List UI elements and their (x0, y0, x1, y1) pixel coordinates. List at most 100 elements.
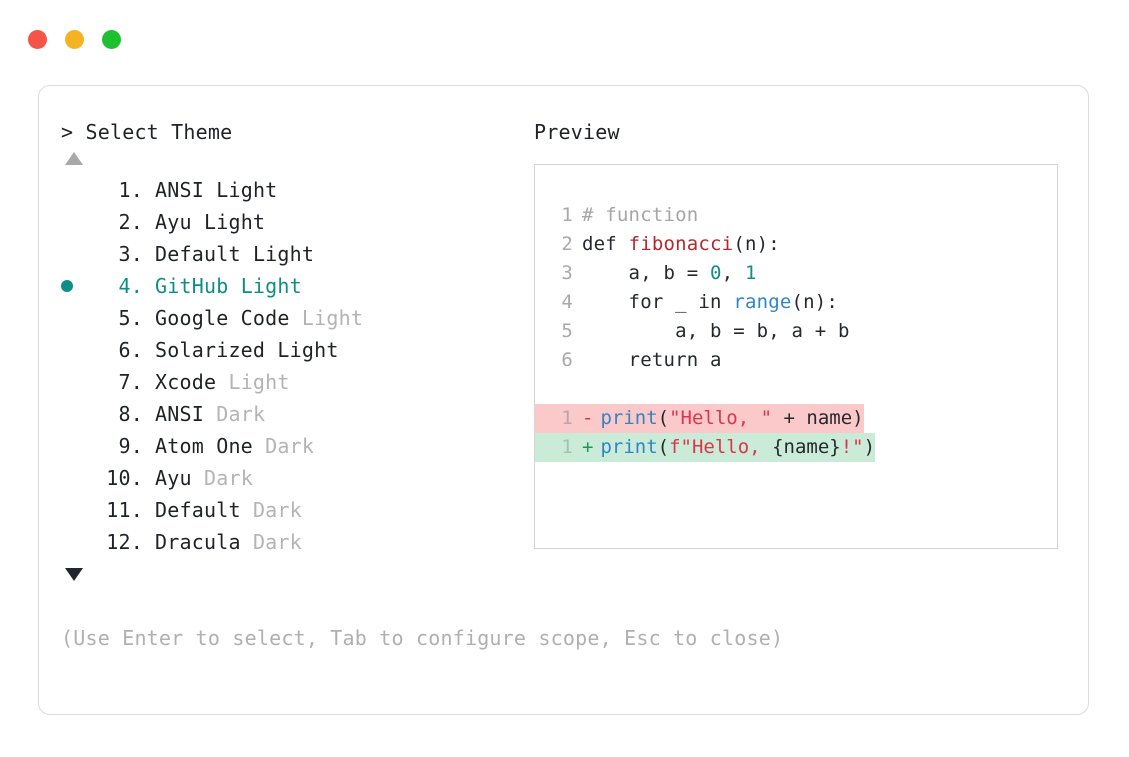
selection-bullet-cell (61, 270, 91, 302)
triangle-up-icon[interactable] (65, 152, 83, 165)
theme-item-index: 11. (106, 498, 143, 522)
code-token: print (600, 436, 658, 458)
code-token: a, b = (582, 262, 711, 284)
code-token: print (600, 407, 658, 429)
theme-list-item[interactable]: 5. Google Code Light (61, 302, 531, 334)
theme-item-index: 2. (118, 210, 143, 234)
line-number: 6 (561, 349, 573, 371)
code-token: 1 (744, 262, 757, 284)
theme-item-name: Xcode (155, 370, 229, 394)
theme-item-name: Solarized (155, 338, 278, 362)
code-token: for _ in (582, 291, 734, 313)
theme-item-variant: Dark (203, 466, 253, 490)
theme-item-variant: Light (252, 242, 315, 266)
theme-item-variant: Light (216, 178, 278, 202)
theme-list-item[interactable]: 3. Default Light (61, 238, 531, 270)
keyboard-hint: (Use Enter to select, Tab to configure s… (61, 626, 784, 650)
diff-sign: - (582, 407, 594, 429)
theme-item-index: 4. (118, 274, 143, 298)
theme-item-name: Dracula (155, 530, 253, 554)
theme-item-variant: Dark (265, 434, 315, 458)
diff-line-removed: 1-print("Hello, " + name) (535, 404, 864, 433)
code-spacer (535, 375, 1057, 404)
selection-bullet-cell (61, 174, 91, 206)
line-number: 2 (561, 233, 573, 255)
code-text: a, b = b, a + b (573, 317, 850, 346)
code-token: + name) (772, 407, 864, 429)
code-token: {name} (772, 436, 841, 458)
theme-list-item[interactable]: 7.Xcode Light (61, 366, 531, 398)
code-token: ( (657, 436, 670, 458)
theme-item-index: 8. (118, 402, 143, 426)
code-line: 6 return a (535, 346, 1057, 375)
theme-item-name: Google Code (155, 306, 302, 330)
selection-bullet-cell (61, 334, 91, 366)
code-token: a, b = b, a + b (582, 320, 850, 342)
theme-item-variant: Light (228, 370, 290, 394)
code-token: (n): (791, 291, 839, 313)
code-token: def (582, 233, 629, 255)
theme-item-variant: Dark (216, 402, 266, 426)
theme-item-index: 9. (118, 434, 143, 458)
diff-line-added: 1+print(f"Hello, {name}!") (535, 433, 876, 462)
window-titlebar (28, 30, 121, 49)
code-token: ) (863, 436, 876, 458)
theme-item-index: 5. (118, 306, 143, 330)
theme-item-variant: Light (301, 306, 364, 330)
theme-item-name: ANSI (155, 402, 217, 426)
code-line: 5 a, b = b, a + b (535, 317, 1057, 346)
theme-item-index: 6. (118, 338, 143, 362)
preview-label: Preview (534, 120, 620, 144)
code-token: return a (582, 349, 722, 371)
theme-item-variant: Light (203, 210, 266, 234)
theme-item-name: Atom One (155, 434, 266, 458)
code-text: print("Hello, " + name) (600, 404, 863, 433)
theme-item-index: 10. (106, 466, 143, 490)
theme-list-item[interactable]: 2.Ayu Light (61, 206, 531, 238)
theme-item-index: 12. (106, 530, 143, 554)
selection-bullet-cell (61, 366, 91, 398)
line-number: 4 (561, 291, 573, 313)
selection-bullet-cell (61, 526, 91, 558)
theme-item-name: Default (155, 242, 253, 266)
code-text: a, b = 0, 1 (573, 259, 757, 288)
theme-list-item[interactable]: 8. ANSI Dark (61, 398, 531, 430)
theme-item-name: Default (155, 498, 253, 522)
code-token: , (721, 262, 745, 284)
theme-item-variant: Light (240, 274, 302, 298)
selected-bullet-icon (61, 280, 73, 292)
triangle-down-icon[interactable] (65, 568, 83, 581)
theme-item-index: 3. (118, 242, 143, 266)
diff-sign: + (582, 436, 594, 458)
theme-list-item[interactable]: 11.Default Dark (61, 494, 531, 526)
selection-bullet-cell (61, 206, 91, 238)
theme-list-item[interactable]: 6.Solarized Light (61, 334, 531, 366)
code-text: def fibonacci(n): (573, 230, 780, 259)
line-number: 1 (561, 204, 573, 226)
theme-list-item[interactable]: 4.GitHub Light (61, 270, 531, 302)
code-text: print(f"Hello, {name}!") (600, 433, 875, 462)
theme-list-item[interactable]: 1.ANSI Light (61, 174, 531, 206)
theme-list-item[interactable]: 12.Dracula Dark (61, 526, 531, 558)
maximize-button-icon[interactable] (102, 30, 121, 49)
code-token: f"Hello, (669, 436, 773, 458)
selection-bullet-cell (61, 398, 91, 430)
page-title: > Select Theme (61, 120, 233, 144)
code-text: # function (573, 201, 698, 230)
line-number: 3 (561, 262, 573, 284)
minimize-button-icon[interactable] (65, 30, 84, 49)
code-text: for _ in range(n): (573, 288, 838, 317)
theme-list-item[interactable]: 9. Atom One Dark (61, 430, 531, 462)
selection-bullet-cell (61, 462, 91, 494)
close-button-icon[interactable] (28, 30, 47, 49)
code-token: # function (582, 204, 699, 226)
theme-list-item[interactable]: 10.Ayu Dark (61, 462, 531, 494)
code-token: "Hello, " (669, 407, 773, 429)
selection-bullet-cell (61, 238, 91, 270)
